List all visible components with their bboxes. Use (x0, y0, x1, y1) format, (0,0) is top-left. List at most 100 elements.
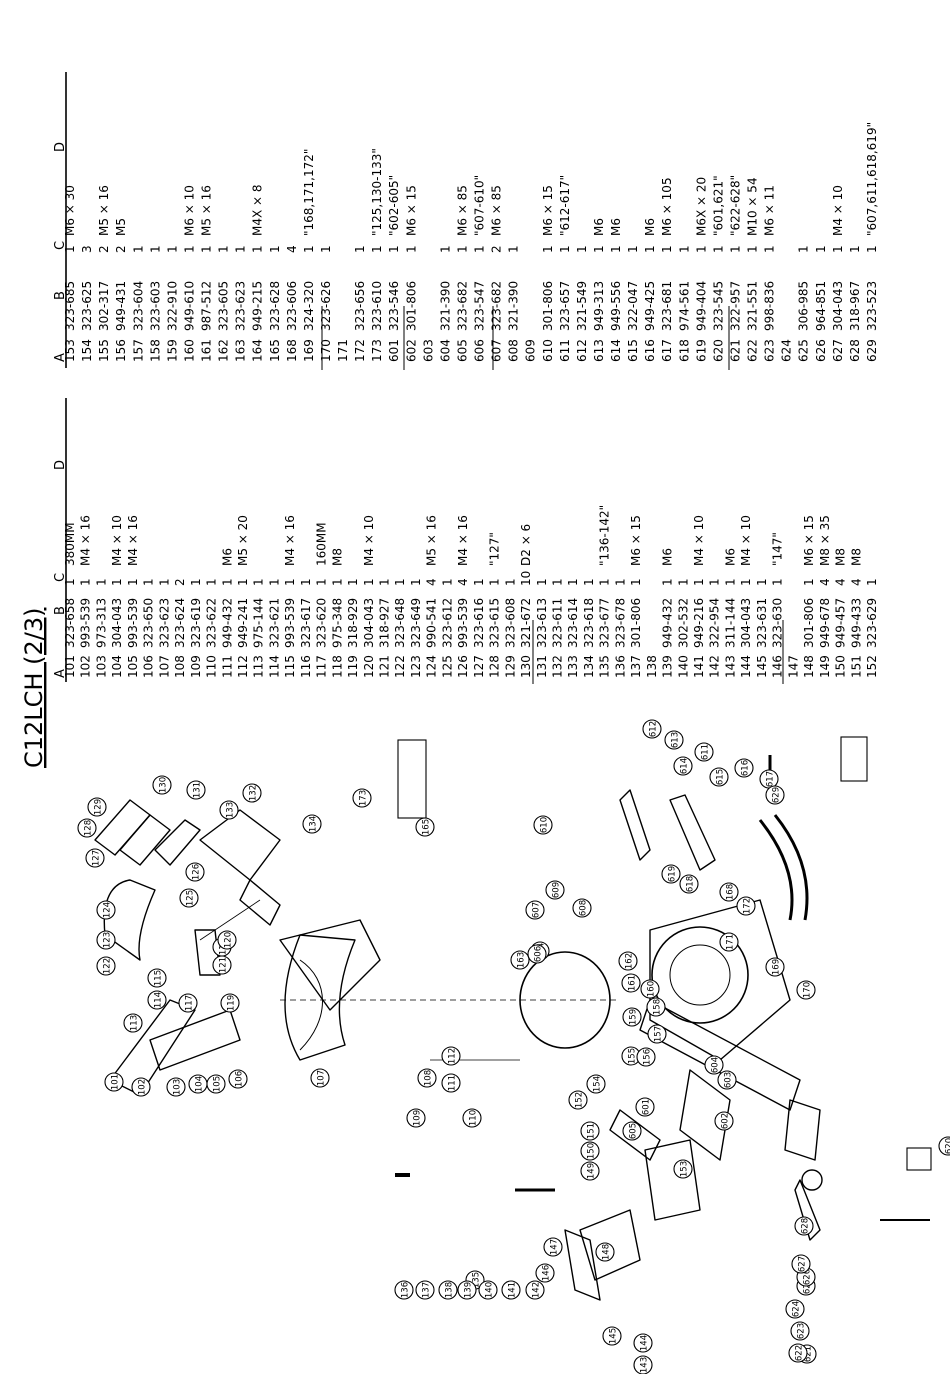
right-part-no: 606 (473, 339, 487, 362)
callout-circle-163 (510, 950, 530, 970)
callout-circle-602 (714, 1111, 734, 1131)
right-part-no: 163 (234, 339, 248, 362)
callout-circle-172 (736, 896, 756, 916)
callout-label-145: 145 (609, 1328, 619, 1344)
left-qty: 10 (519, 571, 533, 586)
left-part-no: 141 (692, 655, 706, 678)
left-part-no: 150 (834, 655, 848, 678)
callout-circle-161 (621, 973, 641, 993)
left-part-no: 109 (189, 655, 203, 678)
column-header-c-left: C (53, 573, 68, 582)
callout-label-119: 119 (227, 995, 237, 1011)
box-173-group (397, 739, 427, 819)
left-part-no: 145 (755, 655, 769, 678)
callout-label-147: 147 (550, 1239, 560, 1255)
turntable-inner (669, 944, 731, 1006)
callout-circle-130 (152, 775, 172, 795)
right-code: 321-551 (746, 281, 760, 331)
handle-shape (109, 999, 196, 1096)
callout-label-608: 608 (579, 900, 589, 916)
callout-label-626: 626 (803, 1269, 813, 1285)
left-code: 949-432 (661, 598, 675, 648)
callout-circle-128 (77, 818, 97, 838)
right-spec: M5 × 16 (97, 185, 111, 236)
right-spec: M6 × 85 (490, 185, 504, 236)
callout-label-154: 154 (593, 1076, 603, 1092)
right-part-no: 607 (490, 339, 504, 362)
callout-circle-153 (673, 1159, 693, 1179)
callout-circle-619 (661, 864, 681, 884)
left-spec: M4 × 10 (110, 515, 124, 566)
callout-circle-622 (788, 1343, 808, 1363)
callout-circle-627 (791, 1254, 811, 1274)
left-qty: 4 (425, 578, 439, 586)
left-code: 323-617 (299, 598, 313, 648)
callout-label-605: 605 (629, 1123, 639, 1139)
right-qty: 1 (797, 245, 811, 253)
left-spec: M4 × 10 (739, 515, 753, 566)
left-qty: 1 (613, 578, 627, 586)
right-code: 321-549 (575, 281, 589, 331)
column-header-d-right: D (53, 142, 68, 152)
right-qty: 1 (404, 245, 418, 253)
left-part-no: 106 (142, 655, 156, 678)
right-code: 323-685 (63, 281, 77, 331)
right-spec: "612-617" (558, 175, 572, 236)
callout-circle-137 (415, 1280, 435, 1300)
left-part-no: 123 (409, 655, 423, 678)
left-code: 949-457 (834, 598, 848, 648)
left-code: 323-678 (613, 598, 627, 648)
right-spec: "602-605" (387, 175, 401, 236)
right-qty: 1 (251, 245, 265, 253)
callout-circle-132 (242, 783, 262, 803)
right-code: 949-313 (592, 281, 606, 331)
callout-label-170: 170 (803, 982, 813, 998)
left-part-no: 148 (802, 655, 816, 678)
left-part-no: 146 (771, 655, 785, 678)
left-qty: 1 (440, 578, 454, 586)
callout-circle-105 (206, 1074, 226, 1094)
right-code: 323-603 (148, 281, 162, 331)
callout-label-161: 161 (628, 975, 638, 991)
right-spec: M6 × 15 (404, 185, 418, 236)
left-qty: 1 (315, 578, 329, 586)
right-spec: "622-628" (728, 175, 742, 236)
left-part-no: 127 (472, 655, 486, 678)
callout-label-148: 148 (602, 1244, 612, 1260)
callout-label-620: 620 (945, 1138, 950, 1154)
right-qty: 1 (217, 245, 231, 253)
left-spec: "127" (488, 532, 502, 566)
left-code: 323-677 (598, 598, 612, 648)
callout-circle-108 (417, 1068, 437, 1088)
right-qty: 1 (182, 245, 196, 253)
callout-label-113: 113 (130, 1015, 140, 1031)
right-part-no: 617 (660, 339, 674, 362)
left-qty: 1 (409, 578, 423, 586)
callout-label-102: 102 (138, 1079, 148, 1095)
callout-circle-160 (640, 979, 660, 999)
left-code: 304-043 (110, 598, 124, 648)
left-code: 302-532 (676, 598, 690, 648)
right-qty: 1 (370, 245, 384, 253)
base-arm-shape (639, 999, 801, 1111)
left-qty: 1 (598, 578, 612, 586)
right-spec: M5 × 16 (200, 185, 214, 236)
left-code: 322-954 (708, 598, 722, 648)
callout-label-629: 629 (772, 787, 782, 803)
right-code: 323-546 (387, 281, 401, 331)
callout-label-621: 621 (804, 1346, 814, 1362)
left-qty: 1 (346, 578, 360, 586)
part-624 (794, 1179, 821, 1241)
right-part-no: 605 (455, 339, 469, 362)
left-spec: M6 × 15 (802, 515, 816, 566)
fence-arc-172b (773, 814, 809, 921)
callout-circle-120 (217, 930, 237, 950)
callout-circle-608 (572, 898, 592, 918)
callout-label-114: 114 (154, 992, 164, 1008)
right-qty: 1 (848, 245, 862, 253)
right-code: 987-512 (200, 281, 214, 331)
column-header-b-right: B (53, 291, 68, 300)
left-part-no: 117 (315, 655, 329, 678)
callout-circle-173 (352, 788, 372, 808)
callout-circle-614 (673, 756, 693, 776)
